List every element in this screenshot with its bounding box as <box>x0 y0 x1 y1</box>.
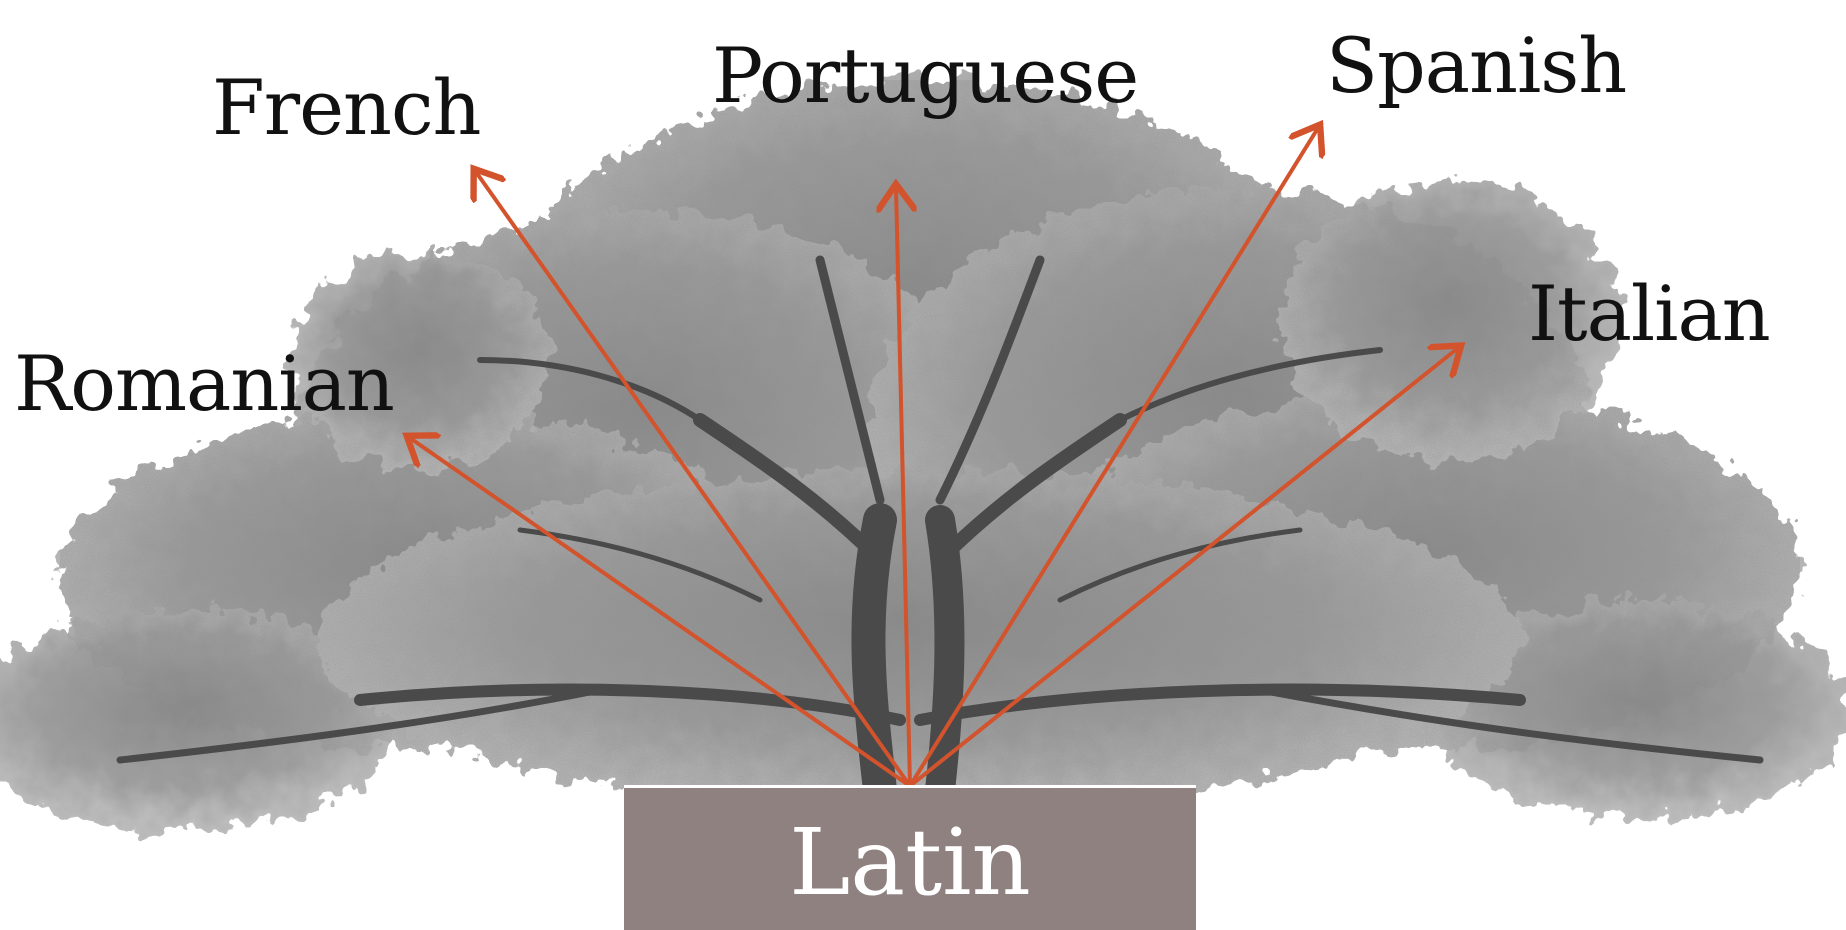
arrow-to-italian <box>910 348 1458 786</box>
arrow-to-portuguese <box>896 188 910 786</box>
branch-label-italian: Italian <box>1528 276 1770 352</box>
root-node: Latin <box>624 785 1196 930</box>
branch-label-spanish: Spanish <box>1326 28 1626 104</box>
arrow-to-french <box>476 172 910 786</box>
branch-label-romanian: Romanian <box>14 346 394 422</box>
arrow-to-romanian <box>410 438 910 786</box>
branch-label-portuguese: Portuguese <box>712 38 1138 114</box>
arrow-to-spanish <box>910 128 1318 786</box>
root-label: Latin <box>789 809 1031 909</box>
branch-label-french: French <box>212 70 481 146</box>
